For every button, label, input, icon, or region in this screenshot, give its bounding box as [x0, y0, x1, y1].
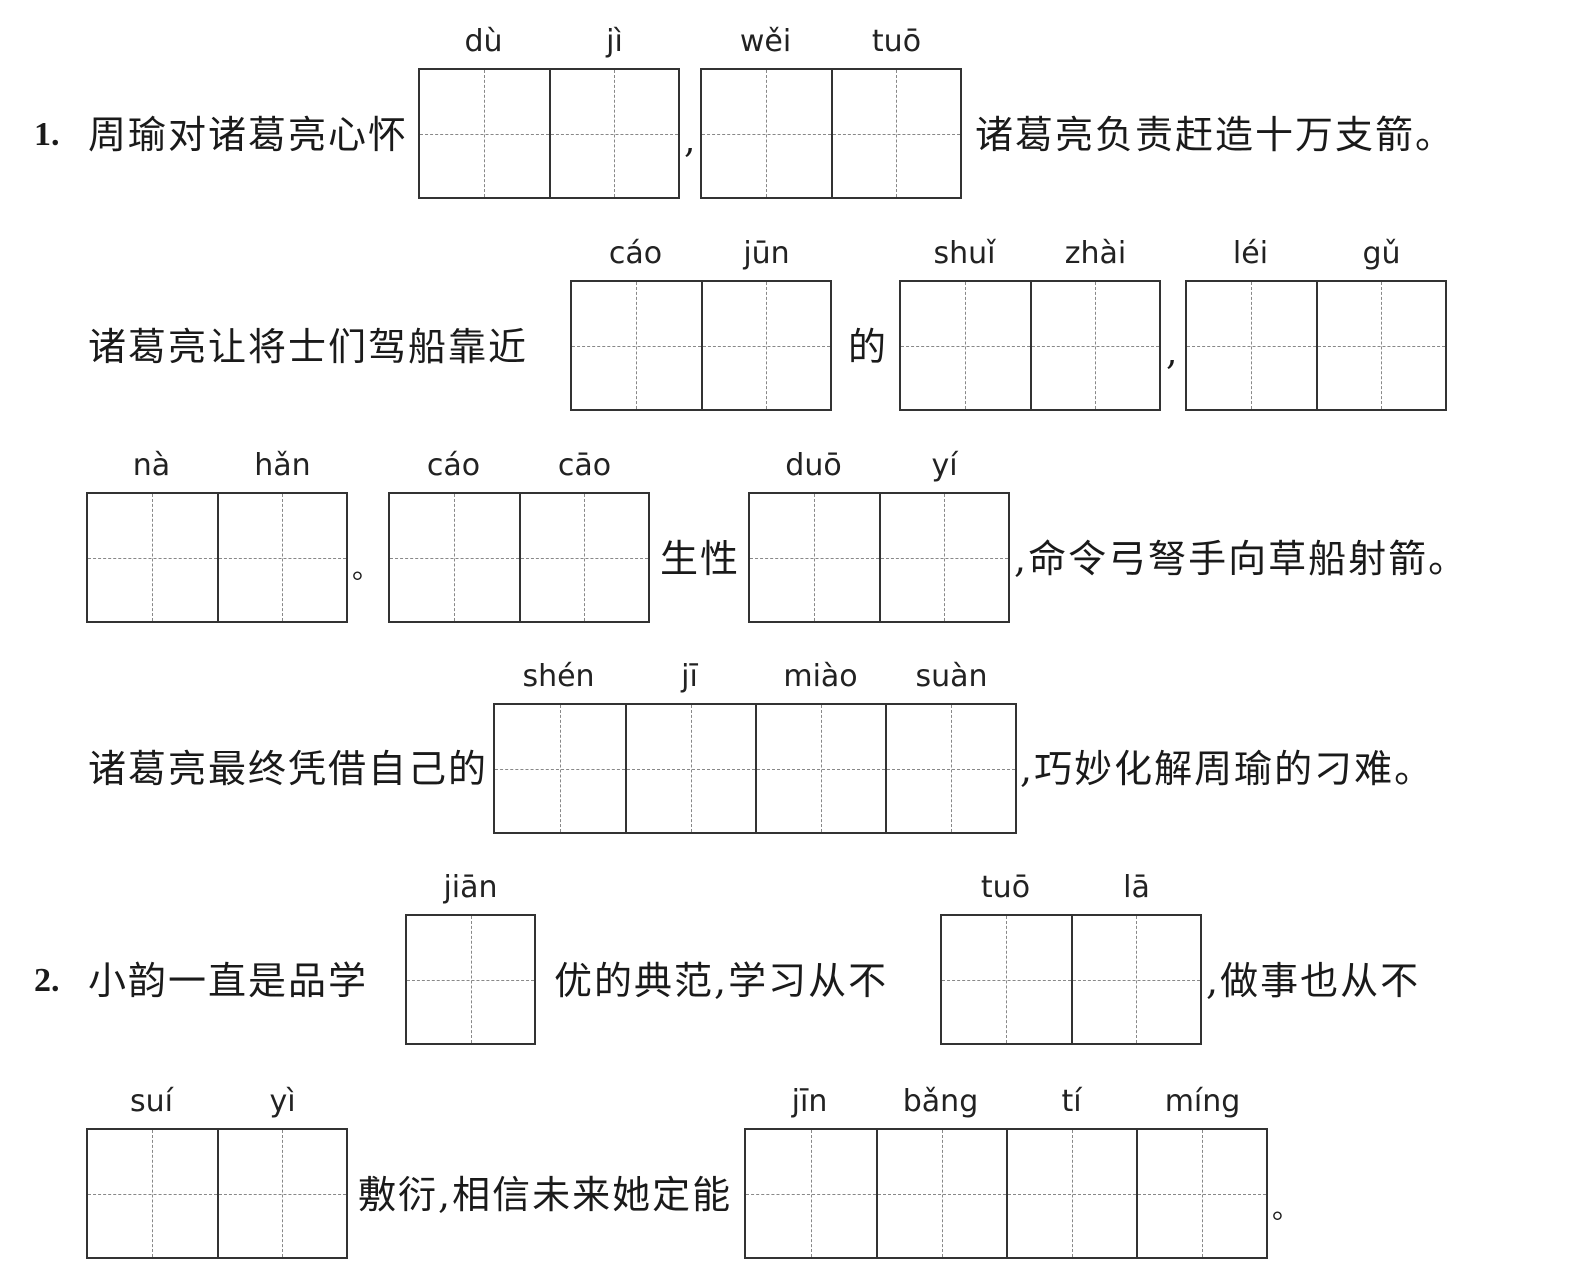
- pinyin-shen: shén: [522, 659, 595, 694]
- pinyin-suan: suàn: [915, 659, 988, 694]
- pinyin-tuo: tuō: [871, 24, 922, 59]
- tianzige-cell[interactable]: [216, 494, 347, 621]
- tianzige-cell[interactable]: [754, 705, 885, 832]
- pinyin-jun: jūn: [743, 236, 790, 271]
- tianzige-duji[interactable]: [418, 68, 680, 199]
- q1-line2-prefix: 诸葛亮让将士们驾船靠近: [88, 325, 529, 369]
- tianzige-cell[interactable]: [407, 916, 534, 1043]
- q1-line3-period: 。: [352, 552, 381, 585]
- tianzige-duoyi[interactable]: [748, 492, 1010, 623]
- pinyin-lei: léi: [1232, 236, 1269, 271]
- tianzige-nahan[interactable]: [86, 492, 348, 623]
- pinyin-duo: duō: [785, 448, 842, 483]
- pinyin-bang: bǎng: [902, 1084, 979, 1119]
- tianzige-cell[interactable]: [1135, 1130, 1266, 1257]
- tianzige-shuizhai[interactable]: [899, 280, 1161, 411]
- pinyin-yi: yí: [931, 448, 958, 483]
- pinyin-shui: shuǐ: [933, 236, 996, 271]
- tianzige-cell[interactable]: [1070, 916, 1201, 1043]
- pinyin-cao2: cāo: [557, 448, 612, 483]
- pinyin-cao: cáo: [426, 448, 481, 483]
- pinyin-gu: gǔ: [1362, 236, 1401, 271]
- tianzige-cell[interactable]: [518, 494, 649, 621]
- tianzige-cell[interactable]: [572, 282, 701, 409]
- tianzige-cell[interactable]: [830, 70, 961, 197]
- tianzige-cell[interactable]: [624, 705, 755, 832]
- tianzige-cell[interactable]: [88, 1130, 217, 1257]
- pinyin-wei: wěi: [739, 24, 792, 59]
- tianzige-cell[interactable]: [548, 70, 679, 197]
- tianzige-jinbangtiming[interactable]: [744, 1128, 1268, 1259]
- tianzige-cell[interactable]: [88, 494, 217, 621]
- tianzige-cell[interactable]: [1315, 282, 1446, 409]
- pinyin-han: hǎn: [254, 448, 311, 483]
- tianzige-caojun[interactable]: [570, 280, 832, 411]
- tianzige-cell[interactable]: [1187, 282, 1316, 409]
- tianzige-cell[interactable]: [901, 282, 1030, 409]
- pinyin-jian: jiān: [443, 870, 498, 905]
- pinyin-ti: tí: [1061, 1084, 1082, 1119]
- pinyin-jin: jīn: [791, 1084, 828, 1119]
- tianzige-weituo[interactable]: [700, 68, 962, 199]
- q1-line4-prefix: 诸葛亮最终凭借自己的: [88, 747, 489, 791]
- q1-line3-mid: 生性: [660, 537, 741, 581]
- pinyin-sui: suí: [130, 1084, 173, 1119]
- tianzige-cell[interactable]: [1005, 1130, 1136, 1257]
- tianzige-tuola[interactable]: [940, 914, 1202, 1045]
- tianzige-cell[interactable]: [942, 916, 1071, 1043]
- tianzige-cell[interactable]: [750, 494, 879, 621]
- q1-line2-comma: ,: [1166, 332, 1178, 373]
- pinyin-cao: cáo: [608, 236, 663, 271]
- q1-line1-comma: ,: [684, 120, 696, 161]
- tianzige-cell[interactable]: [878, 494, 1009, 621]
- tianzige-cell[interactable]: [216, 1130, 347, 1257]
- tianzige-cell[interactable]: [746, 1130, 876, 1257]
- q1-line1-prefix: 周瑜对诸葛亮心怀: [88, 113, 409, 157]
- pinyin-ji: jī: [681, 659, 698, 694]
- tianzige-cell[interactable]: [700, 282, 831, 409]
- pinyin-zhai: zhài: [1064, 236, 1127, 271]
- pinyin-du: dù: [464, 24, 503, 59]
- q2-line1-suffix: ,做事也从不: [1206, 959, 1421, 1003]
- tianzige-cell[interactable]: [420, 70, 549, 197]
- tianzige-caocao[interactable]: [388, 492, 650, 623]
- tianzige-leigu[interactable]: [1185, 280, 1447, 411]
- pinyin-la: lā: [1123, 870, 1150, 905]
- tianzige-cell[interactable]: [1029, 282, 1160, 409]
- q2-line2-period: 。: [1272, 1192, 1301, 1225]
- pinyin-miao: miào: [783, 659, 858, 694]
- pinyin-yi: yì: [269, 1084, 296, 1119]
- q2-line1-mid: 优的典范,学习从不: [554, 959, 889, 1003]
- question-number-1: 1.: [34, 116, 60, 153]
- q1-line2-mid: 的: [848, 325, 889, 369]
- q2-line1-prefix: 小韵一直是品学: [88, 959, 369, 1003]
- question-number-2: 2.: [34, 962, 60, 999]
- tianzige-cell[interactable]: [875, 1130, 1006, 1257]
- tianzige-shenjimiaosuan[interactable]: [493, 703, 1017, 834]
- tianzige-cell[interactable]: [702, 70, 831, 197]
- tianzige-jian[interactable]: [405, 914, 536, 1045]
- tianzige-cell[interactable]: [884, 705, 1015, 832]
- pinyin-ming: míng: [1164, 1084, 1241, 1119]
- q1-line4-suffix: ,巧妙化解周瑜的刁难。: [1020, 747, 1435, 791]
- q1-line3-suffix: ,命令弓弩手向草船射箭。: [1014, 537, 1469, 581]
- tianzige-cell[interactable]: [390, 494, 519, 621]
- pinyin-tuo: tuō: [980, 870, 1031, 905]
- q2-line2-mid: 敷衍,相信未来她定能: [358, 1173, 733, 1217]
- q1-line1-suffix: 诸葛亮负责赶造十万支箭。: [975, 113, 1456, 157]
- pinyin-na: nà: [132, 448, 171, 483]
- tianzige-cell[interactable]: [495, 705, 625, 832]
- tianzige-suiyi[interactable]: [86, 1128, 348, 1259]
- pinyin-ji: jì: [606, 24, 623, 59]
